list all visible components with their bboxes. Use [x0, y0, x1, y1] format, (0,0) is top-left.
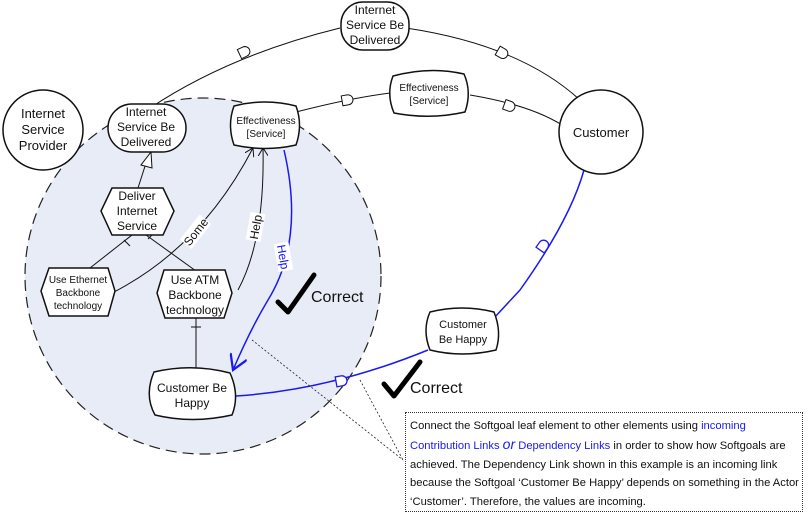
callout-line: [359, 379, 404, 461]
task-deliver-internet-service[interactable]: Deliver Internet Service: [100, 187, 175, 236]
note-link-contribution: incoming Contribution Links: [410, 420, 746, 453]
task-label: Use ATM: [171, 273, 219, 287]
task-label: Use Ethernet: [49, 275, 108, 286]
dependency-d-icon: [340, 94, 354, 107]
dependum-label: [Service]: [410, 96, 449, 107]
dependum-label: Be Happy: [439, 334, 488, 346]
contribution-link-help-blue: [233, 149, 293, 370]
note-or: or: [502, 436, 516, 453]
task-use-atm-backbone[interactable]: Use ATM Backbone technology: [156, 269, 233, 319]
correct-label: Correct: [410, 380, 463, 397]
actor-customer-label: Customer: [573, 125, 630, 140]
help-label-blue: Help: [273, 241, 294, 273]
actor-isp-label: Internet: [21, 106, 65, 121]
task-label: Internet: [117, 204, 158, 218]
dependum-label: Internet: [355, 3, 396, 17]
task-label: technology: [54, 301, 102, 312]
dependum-label: Service Be: [346, 18, 404, 32]
note-text: Connect the Softgoal leaf element to oth…: [410, 420, 702, 432]
dependum-label: Delivered: [350, 33, 401, 47]
task-label: Deliver: [118, 189, 155, 203]
task-label: Service: [117, 219, 157, 233]
actor-customer[interactable]: Customer: [558, 89, 644, 175]
task-use-ethernet-backbone[interactable]: Use Ethernet Backbone technology: [40, 267, 116, 317]
checkmark-icon: [275, 272, 317, 315]
decomposition-link-atm: [145, 234, 197, 272]
dependency-d-icon: [501, 98, 516, 112]
note-link-dependency: Dependency Links: [518, 440, 611, 453]
callout-line: [251, 339, 404, 461]
correct-label: Correct: [311, 289, 364, 306]
softgoal-label: Happy: [175, 396, 210, 410]
correct-annotation-2: Correct: [381, 359, 463, 399]
dependency-link-isbd-left: [149, 27, 341, 109]
decomposition-tick: [123, 239, 131, 247]
checkmark-icon: [381, 359, 423, 399]
dependency-link-customer-to-cbh: [493, 169, 585, 319]
dependum-label: Customer: [439, 319, 487, 331]
dependum-goal-isbd[interactable]: Internet Service Be Delivered: [340, 1, 410, 51]
task-label: technology: [166, 303, 224, 317]
dependum-softgoal-customer-be-happy[interactable]: Customer Be Happy: [425, 307, 500, 355]
correct-annotation-1: Correct: [275, 272, 364, 315]
dependum-softgoal-effectiveness[interactable]: Effectiveness [Service]: [389, 69, 469, 118]
softgoal-label: Effectiveness: [236, 116, 295, 127]
dependum-label: Effectiveness: [399, 83, 458, 94]
dependency-link-cbh-to-softgoal: [235, 349, 429, 397]
task-label: Backbone: [56, 288, 101, 299]
softgoal-label: [Service]: [247, 129, 286, 140]
softgoal-effectiveness-service[interactable]: Effectiveness [Service]: [229, 101, 301, 150]
actor-isp[interactable]: Internet Service Provider: [2, 89, 84, 171]
goal-label: Service Be: [117, 120, 175, 134]
dependency-d-icon-blue: [535, 239, 550, 254]
softgoal-label: Customer Be: [157, 381, 227, 395]
goal-label: Internet: [126, 105, 167, 119]
dependency-d-icon: [494, 45, 509, 59]
actor-isp-label: Provider: [19, 138, 68, 153]
means-end-arrowhead: [140, 150, 153, 169]
dependency-link-eff-right: [469, 94, 563, 126]
explanation-note: Connect the Softgoal leaf element to oth…: [405, 412, 803, 512]
actor-isp-label: Service: [21, 122, 64, 137]
task-label: Backbone: [168, 288, 222, 302]
help-label-blue-text: Help: [274, 244, 292, 271]
dependency-d-icon: [236, 46, 251, 60]
help-label: Help: [245, 211, 266, 243]
help-label-text: Help: [247, 213, 265, 240]
dependency-d-icon-blue: [334, 375, 348, 388]
note-text: in order to show how Softgoals are achie…: [410, 440, 799, 508]
goal-internet-service-be-delivered[interactable]: Internet Service Be Delivered: [107, 103, 187, 153]
goal-label: Delivered: [121, 135, 172, 149]
softgoal-customer-be-happy[interactable]: Customer Be Happy: [148, 367, 237, 421]
